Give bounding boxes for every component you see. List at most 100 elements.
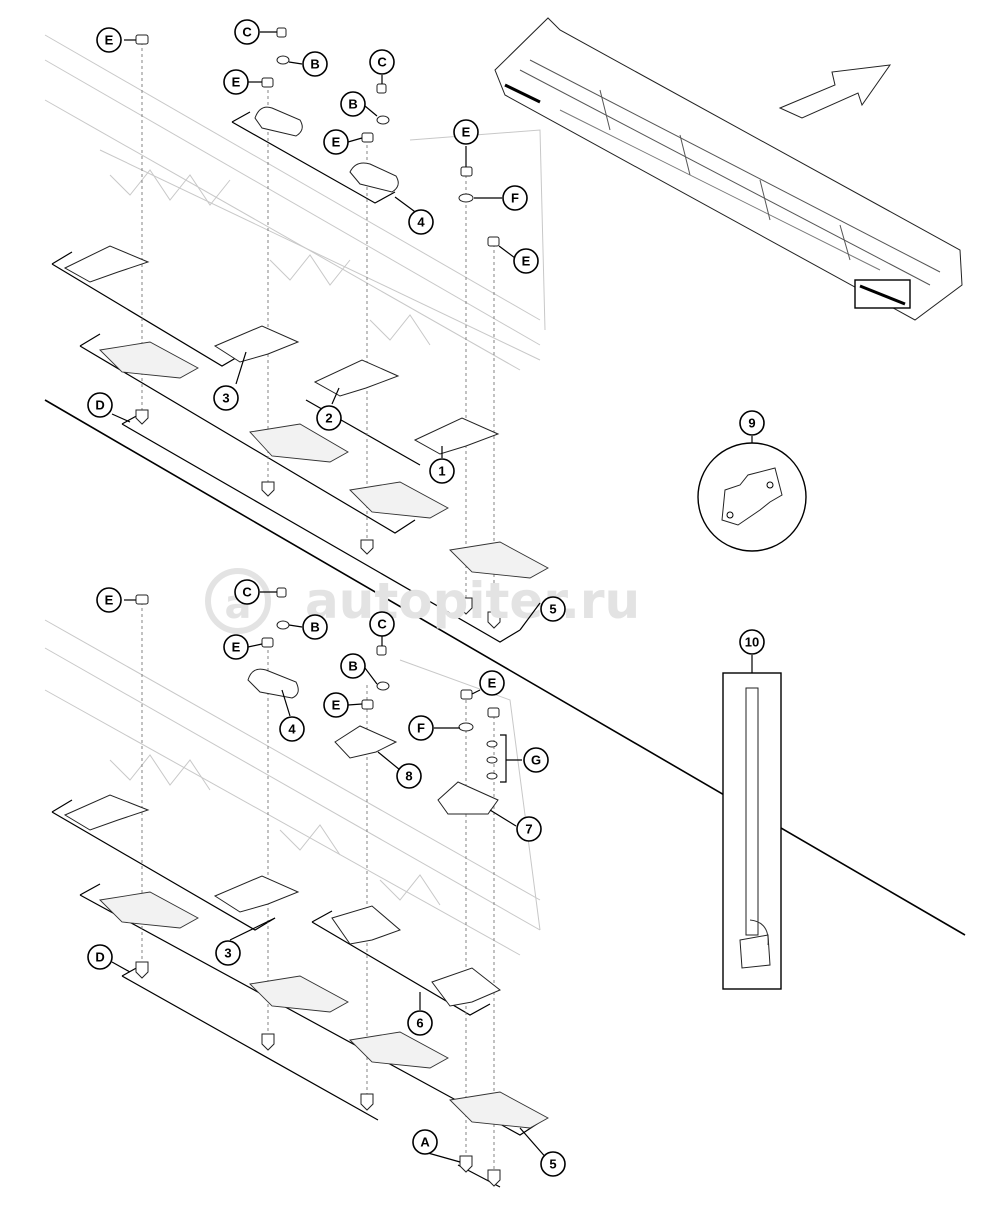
top-assembly-outlines: [51, 111, 521, 643]
callout-b: B: [302, 614, 328, 640]
svg-text:C: C: [377, 617, 387, 632]
bolt-part: [459, 1155, 473, 1173]
svg-text:4: 4: [417, 215, 425, 230]
svg-text:E: E: [462, 125, 471, 140]
svg-text:B: B: [348, 659, 357, 674]
svg-text:9: 9: [748, 416, 755, 431]
detail-10: [722, 655, 782, 990]
callout-c: C: [234, 19, 260, 45]
watermark-text: autopiter.ru: [305, 572, 640, 630]
screw-part: [376, 645, 387, 656]
svg-text:C: C: [377, 55, 387, 70]
callout-e: E: [479, 670, 505, 696]
hold-down-clip: [254, 106, 303, 137]
svg-text:B: B: [310, 620, 319, 635]
nut-part: [460, 689, 473, 700]
callout-g: G: [523, 747, 549, 773]
svg-text:E: E: [105, 593, 114, 608]
svg-text:3: 3: [224, 946, 231, 961]
callout-b: B: [340, 91, 366, 117]
callout-part-7: 7: [516, 816, 542, 842]
svg-text:5: 5: [549, 602, 556, 617]
watermark: a autopiter.ru: [205, 568, 640, 634]
callout-e: E: [223, 69, 249, 95]
callout-part-10: 10: [739, 629, 765, 655]
callout-part-4: 4: [408, 209, 434, 235]
screw-part: [376, 83, 387, 94]
nut-part: [361, 699, 374, 710]
spacer-part: [486, 740, 498, 748]
callout-e: E: [513, 248, 539, 274]
callout-f: F: [408, 715, 434, 741]
callout-d: D: [87, 392, 113, 418]
knife-section: [449, 541, 549, 579]
washer-part: [458, 722, 474, 732]
bolt-part: [135, 409, 149, 425]
svg-text:E: E: [105, 33, 114, 48]
callout-part-6: 6: [407, 1010, 433, 1036]
nut-part: [261, 77, 274, 88]
bolt-part: [360, 539, 374, 555]
knife-section: [349, 481, 449, 519]
callout-e: E: [223, 634, 249, 660]
bolt-part: [360, 1093, 374, 1111]
svg-text:5: 5: [549, 1157, 556, 1172]
header-frame-illustration: [494, 17, 963, 321]
nut-part: [460, 166, 473, 177]
guard-part: [431, 967, 501, 1007]
svg-text:B: B: [310, 57, 319, 72]
guard-part: [63, 245, 150, 283]
callout-b: B: [302, 51, 328, 77]
svg-text:B: B: [348, 97, 357, 112]
callout-part-3: 3: [215, 940, 241, 966]
nut-part: [487, 236, 500, 247]
svg-text:D: D: [95, 398, 104, 413]
svg-text:A: A: [420, 1135, 430, 1150]
cutterbar-ghost-bottom: [44, 619, 541, 956]
knife-section: [349, 1031, 449, 1069]
knife-section: [99, 341, 199, 379]
guard-part: [313, 359, 400, 397]
spacer-part: [486, 756, 498, 764]
bolt-part: [459, 597, 473, 615]
bolt-part: [135, 961, 149, 979]
nut-part: [361, 132, 374, 143]
knife-section: [249, 423, 349, 463]
section-divider-line: [44, 399, 966, 936]
end-guard-part: [334, 725, 398, 759]
svg-text:7: 7: [525, 822, 532, 837]
svg-text:2: 2: [325, 411, 332, 426]
svg-text:E: E: [522, 254, 531, 269]
callouts: E C B E C B E E F E 4 3 2 1 5 D 9 10 E C…: [87, 19, 765, 1177]
bolt-part: [261, 1033, 275, 1051]
nut-part: [261, 637, 274, 648]
svg-text:E: E: [232, 640, 241, 655]
svg-text:3: 3: [222, 391, 229, 406]
washer-part: [276, 620, 290, 630]
hold-down-plate: [437, 781, 499, 815]
nut-part: [487, 707, 500, 718]
bottom-section-parts: [63, 587, 549, 1187]
callout-e: E: [96, 587, 122, 613]
svg-text:E: E: [232, 75, 241, 90]
svg-text:F: F: [417, 721, 425, 736]
callout-c: C: [234, 579, 260, 605]
top-section-parts: [63, 27, 549, 629]
svg-text:1: 1: [438, 464, 445, 479]
bolt-part: [261, 481, 275, 497]
callout-a: A: [412, 1129, 438, 1155]
callout-e: E: [96, 27, 122, 53]
callout-part-2: 2: [316, 405, 342, 431]
callout-part-5: 5: [540, 596, 566, 622]
bottom-assembly-outlines: [51, 799, 541, 1188]
knife-section: [249, 975, 349, 1013]
callout-e: E: [453, 119, 479, 145]
svg-text:F: F: [511, 191, 519, 206]
callout-b: B: [340, 653, 366, 679]
guard-part: [213, 325, 300, 363]
cutterbar-ghost-top: [44, 34, 546, 371]
svg-text:8: 8: [405, 769, 412, 784]
callout-part-9: 9: [739, 410, 765, 436]
knife-section: [449, 1091, 549, 1129]
